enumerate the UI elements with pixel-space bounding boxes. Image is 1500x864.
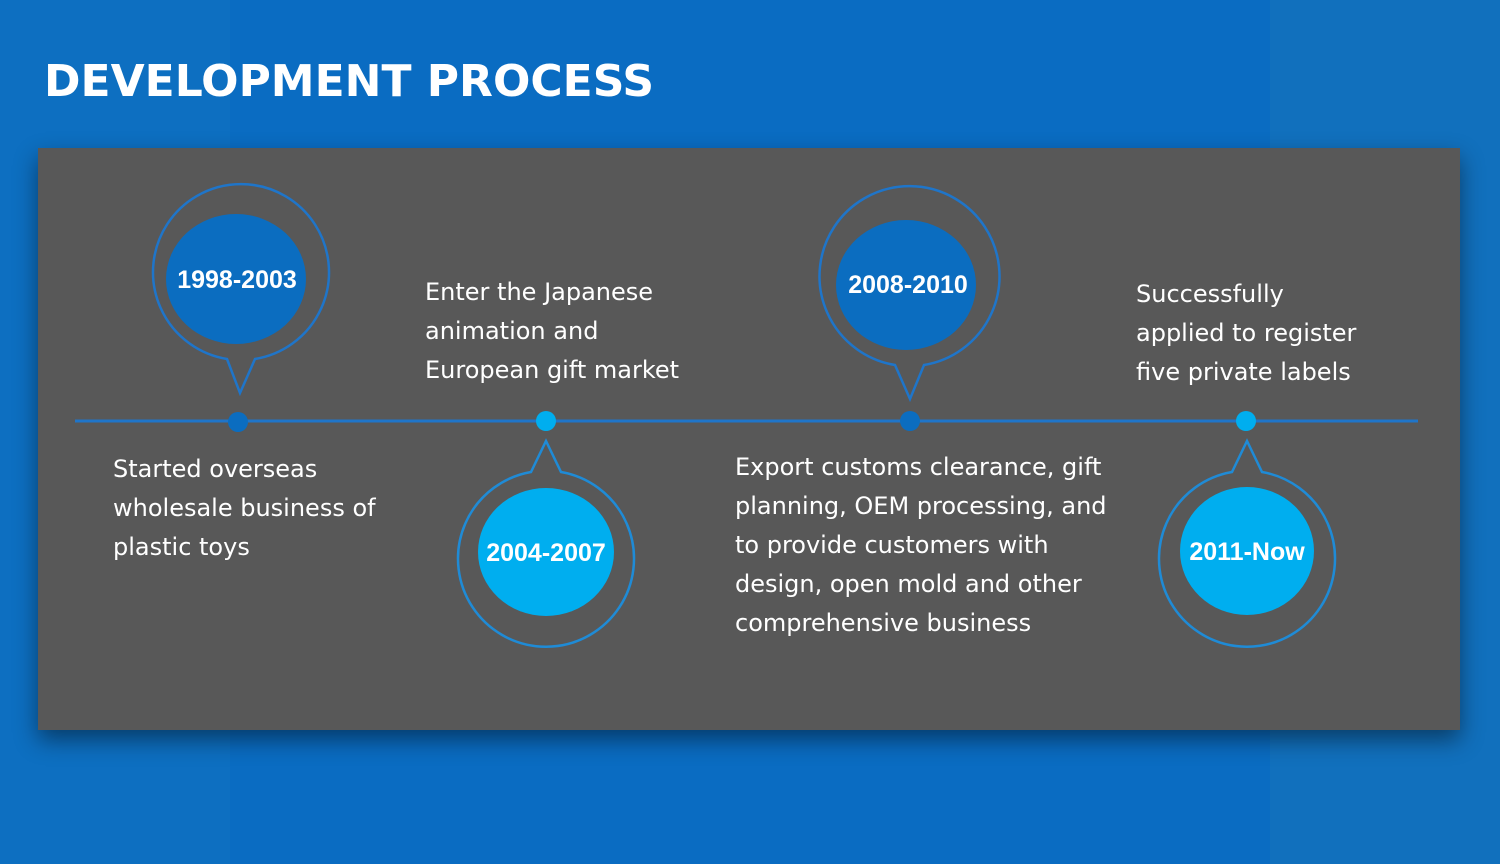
year-label: 2004-2007 [486,539,606,567]
year-bubble [836,220,976,350]
year-label: 2008-2010 [848,271,968,299]
description-line: Export customs clearance, gift [735,453,1102,481]
year-bubble [478,488,614,616]
milestone-description-3: Export customs clearance, gift planning,… [735,448,1107,643]
description-line: design, open mold and other [735,570,1082,598]
timeline-dot [900,411,920,431]
description-line: Started overseas [113,455,318,483]
description-line: Successfully [1136,280,1284,308]
description-line: wholesale business of [113,494,376,522]
description-line: European gift market [425,356,680,384]
milestone-marker-2: 2004-2007 [456,411,636,648]
milestone-marker-4: 2011-Now [1157,411,1337,648]
pin-outline [1157,438,1337,648]
year-label: 2011-Now [1189,538,1305,566]
pin-outline [151,182,331,397]
pin-outline [818,184,1001,403]
milestone-description-2: Enter the Japanese animation and Europea… [425,273,679,390]
milestone-description-1: Started overseas wholesale business of p… [113,450,376,567]
timeline-dot [228,412,248,432]
timeline-dot [536,411,556,431]
description-line: five private labels [1136,358,1351,386]
pin-outline [456,438,636,648]
timeline-dot [1236,411,1256,431]
milestone-marker-3: 2008-2010 [818,184,1001,431]
year-bubble [1180,487,1314,615]
page-title: DEVELOPMENT PROCESS [44,56,655,107]
year-bubble [166,214,306,344]
description-line: to provide customers with [735,531,1049,559]
description-line: planning, OEM processing, and [735,492,1107,520]
description-line: animation and [425,317,599,345]
milestone-marker-1: 1998-2003 [151,182,331,432]
year-label: 1998-2003 [177,266,297,294]
description-line: comprehensive business [735,609,1032,637]
description-line: plastic toys [113,533,250,561]
description-line: applied to register [1136,319,1357,347]
milestone-description-4: Successfully applied to register five pr… [1136,275,1356,392]
description-line: Enter the Japanese [425,278,654,306]
